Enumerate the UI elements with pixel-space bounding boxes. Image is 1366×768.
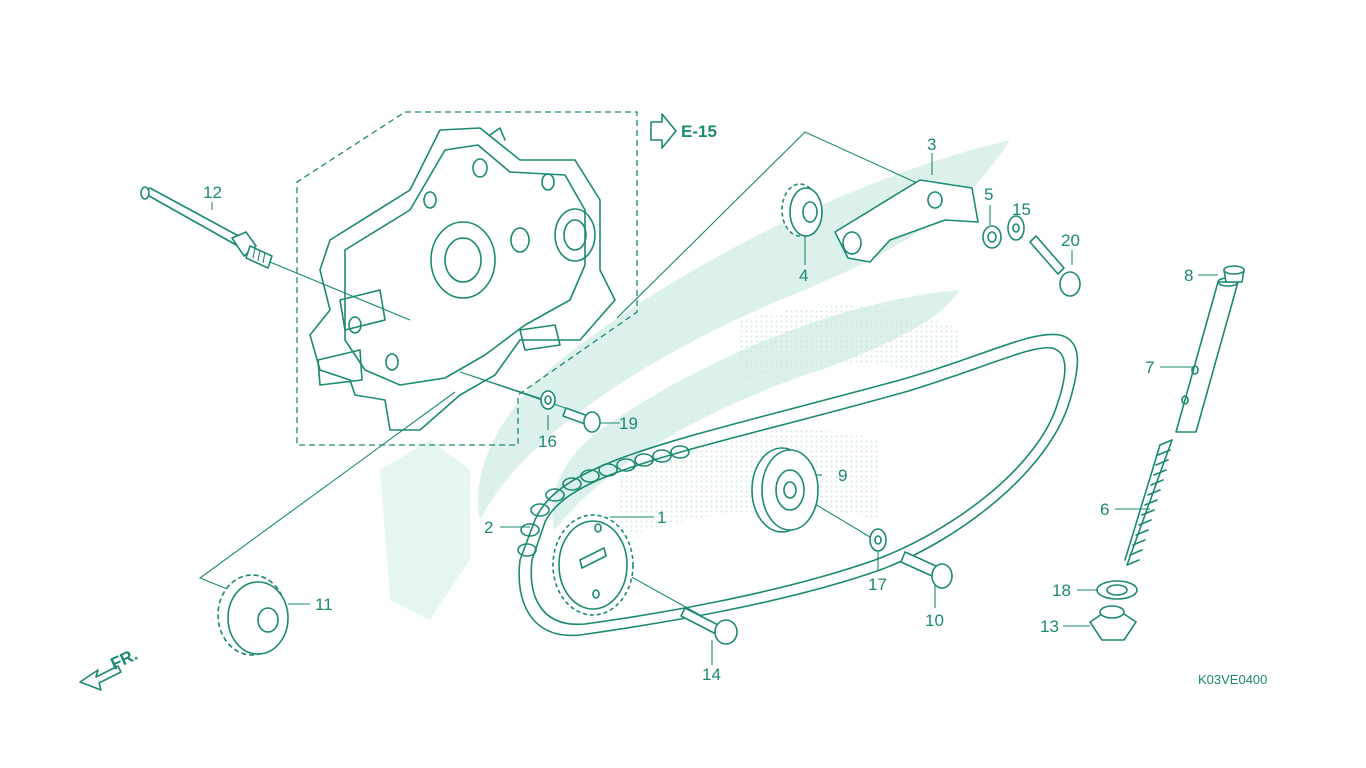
tensioner-pipe[interactable] [1175,277,1239,433]
front-direction-arrow: FR. [79,645,141,691]
label-part-7[interactable]: 7 [1145,358,1154,377]
roller-washer[interactable] [869,528,887,552]
case-washer[interactable] [540,390,556,410]
label-part-20[interactable]: 20 [1061,231,1080,250]
label-part-1[interactable]: 1 [657,508,666,527]
label-part-13[interactable]: 13 [1040,617,1059,636]
diagram-code: K03VE0400 [1198,672,1267,687]
label-part-14[interactable]: 14 [702,665,721,684]
label-part-4[interactable]: 4 [799,266,808,285]
cam-chain[interactable] [517,333,1079,637]
label-part-15[interactable]: 15 [1012,200,1031,219]
sprocket-bolt[interactable] [680,607,738,645]
pipe-cap[interactable] [1223,265,1245,283]
label-part-16[interactable]: 16 [538,432,557,451]
label-part-2[interactable]: 2 [484,518,493,537]
arm-bolt[interactable] [1029,235,1081,297]
roller-bolt[interactable] [900,551,953,589]
label-part-10[interactable]: 10 [925,611,944,630]
tensioner-arm[interactable] [834,179,979,263]
sealing-washer[interactable] [1096,580,1138,600]
tensioner-roller[interactable] [751,447,819,533]
arm-collar[interactable] [982,225,1002,249]
label-part-3[interactable]: 3 [927,135,936,154]
part-labels: 1 2 3 4 5 6 7 8 9 10 11 12 13 14 15 16 1… [203,135,1193,684]
label-part-18[interactable]: 18 [1052,581,1071,600]
case-bolt[interactable] [562,407,601,433]
cam-sprocket[interactable] [217,574,289,656]
tensioner-sprocket[interactable] [781,183,823,237]
crankcase-outline [296,111,638,446]
stud-bolt[interactable] [140,186,273,269]
chain-links [517,445,690,557]
arm-washer[interactable] [1007,215,1025,241]
label-part-8[interactable]: 8 [1184,266,1193,285]
label-part-17[interactable]: 17 [868,575,887,594]
label-part-6[interactable]: 6 [1100,500,1109,519]
crankcase[interactable] [309,127,616,431]
timing-sprocket[interactable] [552,514,634,616]
reference-label: E-15 [681,122,717,141]
label-part-9[interactable]: 9 [838,466,847,485]
label-part-5[interactable]: 5 [984,185,993,204]
tensioner-spring[interactable] [1124,439,1173,566]
label-part-11[interactable]: 11 [315,595,333,614]
reference-e15-arrow[interactable]: E-15 [650,113,717,149]
label-part-12[interactable]: 12 [203,183,222,202]
label-part-19[interactable]: 19 [619,414,638,433]
sealing-bolt[interactable] [1089,605,1137,641]
